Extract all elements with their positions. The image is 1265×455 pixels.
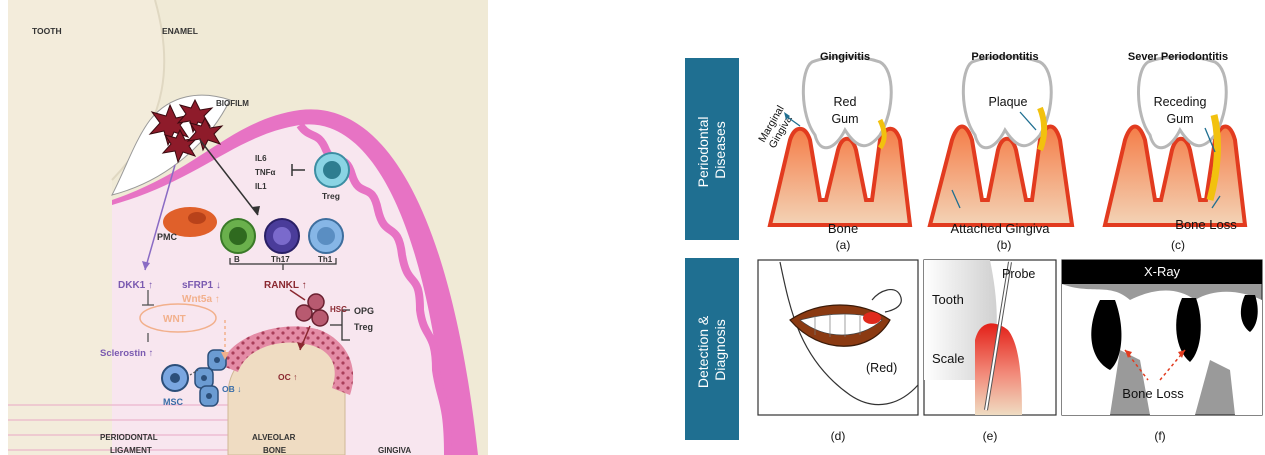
label-hsc: HSC (330, 305, 347, 314)
label-msc: MSC (163, 397, 184, 407)
right-panel-periodontal-diseases: Periodontal Diseases Detection & Diagnos… (685, 51, 1262, 443)
label-tooth: TOOTH (32, 26, 62, 36)
label-biofilm: BIOFILM (216, 99, 249, 108)
label-bone: BONE (263, 446, 287, 455)
label-oc: OC ↑ (278, 372, 297, 382)
label-receding-gum-1: Receding (1154, 95, 1207, 109)
title-sever-periodontitis: Sever Periodontitis (1128, 51, 1228, 63)
label-gingiva: GINGIVA (378, 446, 411, 455)
label-rankl: RANKL ↑ (264, 280, 307, 291)
label-periodontal: PERIODONTAL (100, 433, 158, 442)
panel-e-probe: Probe Tooth Scale (e) (924, 260, 1056, 443)
panel-d-mouth: (Red) (d) (758, 260, 918, 443)
caption-a: (a) (836, 238, 851, 252)
label-tnfa: TNFα (255, 168, 276, 177)
label-attached-gingiva: Attached Gingiva (950, 221, 1050, 236)
label-b: B (234, 255, 240, 264)
caption-d: (d) (831, 429, 846, 443)
label-red: (Red) (866, 361, 897, 375)
label-wnt: WNT (163, 314, 186, 325)
label-plaque: Plaque (989, 95, 1028, 109)
label-dkk1: DKK1 ↑ (118, 280, 153, 291)
caption-e: (e) (983, 429, 998, 443)
label-bone: Bone (828, 221, 858, 236)
row-title-detection: Detection & Diagnosis (695, 312, 728, 388)
left-panel-periodontal-mechanism: TOOTH ENAMEL BIOFILM IL6 TNFα IL1 Treg P… (8, 0, 488, 455)
label-pmc: PMC (157, 232, 178, 242)
label-treg-top: Treg (322, 191, 340, 201)
panel-b-periodontitis: Periodontitis Plaque Attached Gingiva (b… (930, 51, 1072, 252)
label-red-gum-2: Gum (831, 112, 858, 126)
label-th17: Th17 (271, 255, 290, 264)
label-th1: Th1 (318, 255, 333, 264)
label-receding-gum-2: Gum (1166, 112, 1193, 126)
caption-f: (f) (1154, 429, 1165, 443)
label-opg: OPG (354, 306, 374, 316)
label-alveolar: ALVEOLAR (252, 433, 296, 442)
row-title-diseases: Periodontal Diseases (695, 113, 728, 188)
title-periodontitis: Periodontitis (971, 51, 1038, 63)
label-red-gum-1: Red (834, 95, 857, 109)
label-enamel: ENAMEL (162, 26, 198, 36)
label-sfrp1: sFRP1 ↓ (182, 280, 221, 291)
label-tooth-e: Tooth (932, 292, 964, 307)
title-gingivitis: Gingivitis (820, 51, 870, 63)
panel-f-xray: X-Ray Bone Loss (f) (1062, 260, 1262, 443)
caption-c: (c) (1171, 238, 1185, 252)
label-wnt5a: Wnt5a ↑ (182, 294, 220, 305)
label-probe: Probe (1002, 267, 1035, 281)
panel-c-sever-periodontitis: Sever Periodontitis Receding Gum Bone Lo… (1105, 51, 1245, 252)
label-ob: OB ↓ (222, 384, 241, 394)
label-il1: IL1 (255, 182, 267, 191)
panel-a-gingivitis: Gingivitis Red Gum Marginal Gingiva Bone… (756, 51, 910, 252)
caption-b: (b) (997, 238, 1012, 252)
label-treg-bottom: Treg (354, 322, 373, 332)
label-il6: IL6 (255, 154, 267, 163)
label-sclerostin: Sclerostin ↑ (100, 348, 153, 359)
label-bone-loss-c: Bone Loss (1175, 217, 1237, 232)
label-scale: Scale (932, 351, 965, 366)
label-ligament: LIGAMENT (110, 446, 152, 455)
label-bone-loss-f: Bone Loss (1122, 386, 1184, 401)
label-xray: X-Ray (1144, 264, 1181, 279)
